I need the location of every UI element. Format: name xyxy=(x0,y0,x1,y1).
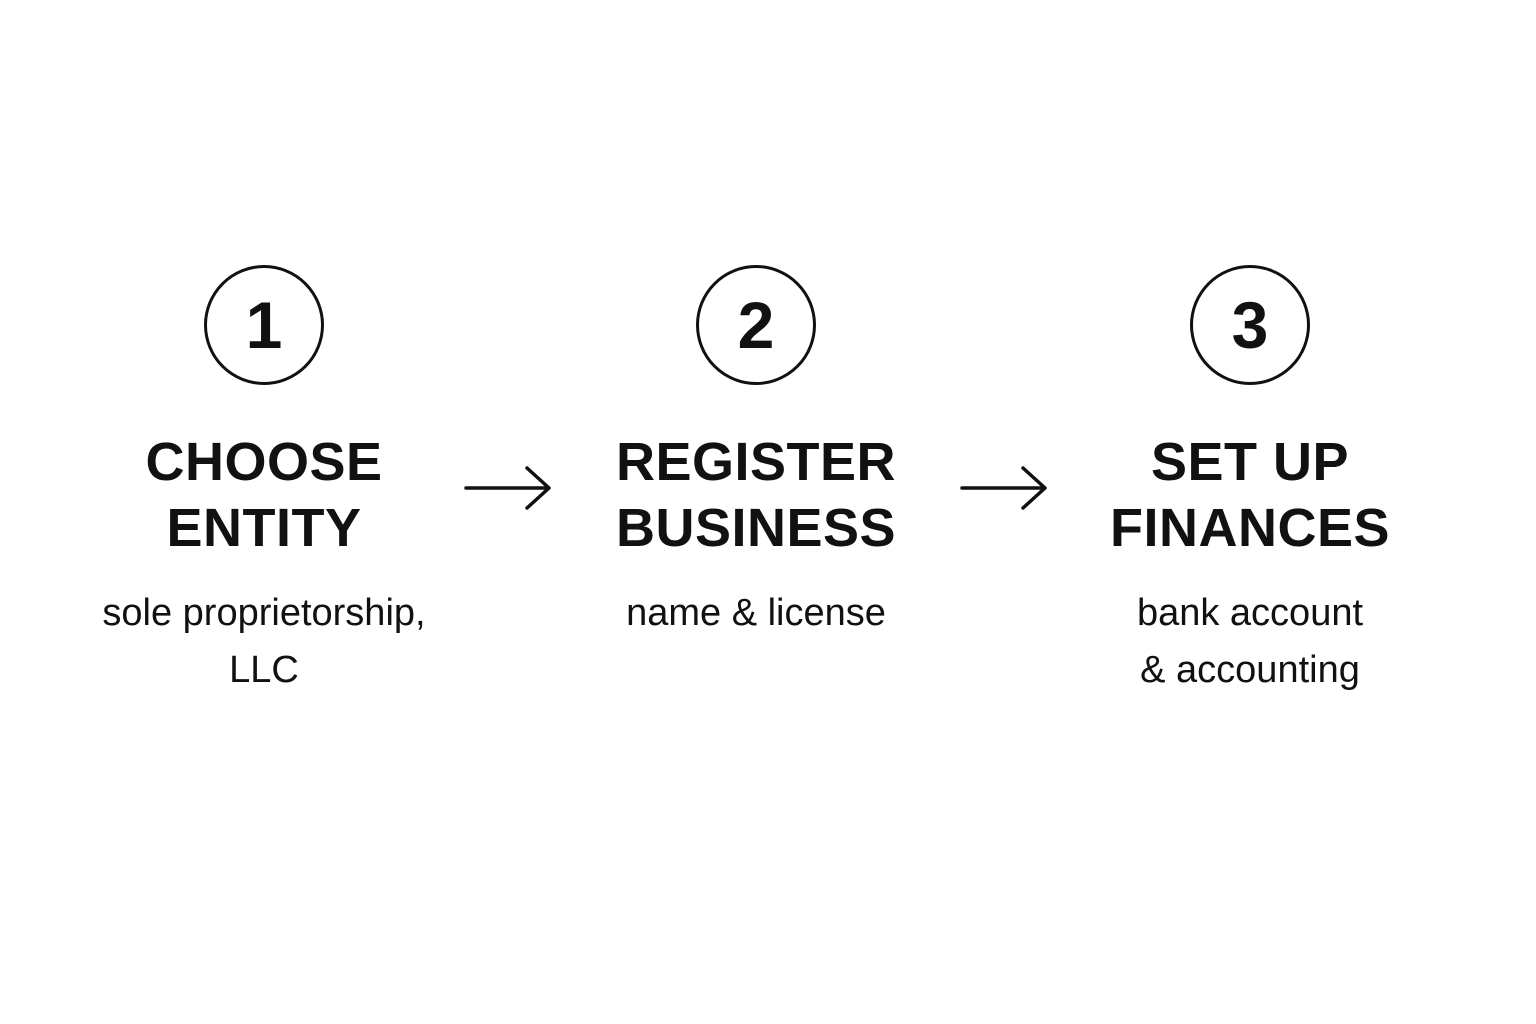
step-number: 3 xyxy=(1231,288,1269,362)
step-description: bank account & accounting xyxy=(1137,585,1363,699)
step-set-up-finances: 3 SET UP FINANCES bank account & account… xyxy=(1040,265,1460,699)
step-number-circle: 1 xyxy=(204,265,324,385)
step-title-line: SET UP xyxy=(1150,432,1350,492)
step-number-circle: 3 xyxy=(1190,265,1310,385)
step-description-line: bank account xyxy=(1136,592,1364,634)
arrow-right-icon xyxy=(464,466,551,510)
step-title-line: REGISTER xyxy=(615,432,897,492)
step-description: sole proprietorship, LLC xyxy=(102,585,425,699)
step-description-line: sole proprietorship, xyxy=(102,592,426,634)
step-description: name & license xyxy=(626,585,886,642)
step-number: 1 xyxy=(245,288,283,362)
step-number-circle: 2 xyxy=(696,265,816,385)
step-title-line: BUSINESS xyxy=(615,498,897,558)
step-number: 2 xyxy=(737,288,775,362)
step-description-line: & accounting xyxy=(1140,649,1360,691)
step-title-line: ENTITY xyxy=(166,498,362,558)
step-title-line: FINANCES xyxy=(1109,498,1390,558)
step-title: CHOOSE ENTITY xyxy=(145,429,382,561)
arrow-right-icon xyxy=(960,466,1047,510)
step-title: REGISTER BUSINESS xyxy=(616,429,896,561)
step-description-line: name & license xyxy=(626,592,886,634)
step-description-line: LLC xyxy=(229,649,299,691)
step-title-line: CHOOSE xyxy=(145,432,383,492)
step-register-business: 2 REGISTER BUSINESS name & license xyxy=(546,265,966,642)
step-choose-entity: 1 CHOOSE ENTITY sole proprietorship, LLC xyxy=(54,265,474,699)
step-title: SET UP FINANCES xyxy=(1110,429,1390,561)
